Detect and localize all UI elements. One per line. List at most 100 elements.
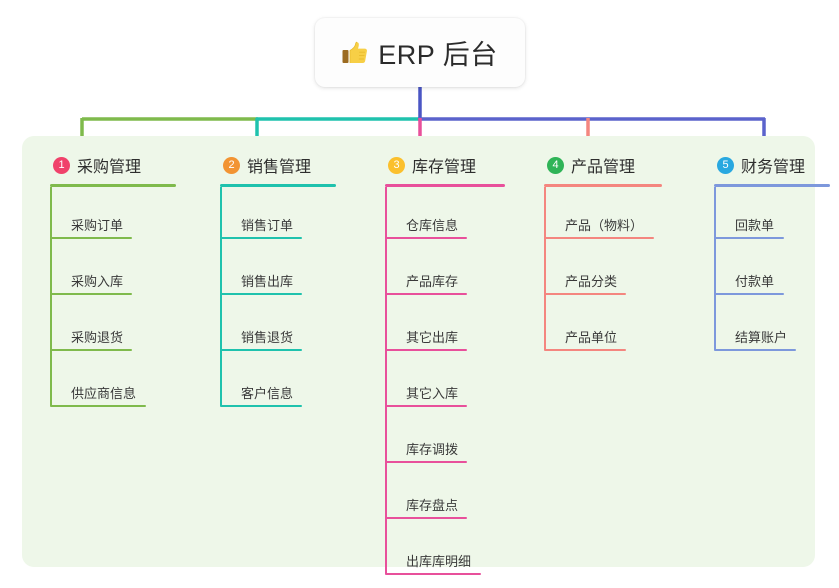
column-header-1[interactable]: 1 采购管理 <box>36 143 176 187</box>
leaf-item-rule <box>714 349 796 351</box>
leaf-item[interactable]: 回款单 <box>700 187 805 243</box>
column-1: 1 采购管理采购订单采购入库采购退货供应商信息 <box>36 143 176 411</box>
column-badge-4: 4 <box>547 156 564 174</box>
leaf-item-rule <box>714 293 784 295</box>
leaf-item-rule <box>50 405 146 407</box>
leaf-item[interactable]: 仓库信息 <box>371 187 476 243</box>
leaf-item-label: 产品分类 <box>565 274 618 289</box>
leaf-item-label: 采购入库 <box>71 274 124 289</box>
leaf-item-label: 付款单 <box>735 274 775 289</box>
leaf-item-rule <box>50 349 132 351</box>
leaf-item[interactable]: 销售退货 <box>206 299 311 355</box>
column-badge-2: 2 <box>223 156 240 174</box>
leaf-item-rule <box>385 349 467 351</box>
column-header-rule-3 <box>385 184 505 187</box>
column-header-rule-5 <box>714 184 830 187</box>
leaf-item[interactable]: 供应商信息 <box>36 355 146 411</box>
column-header-rule-2 <box>220 184 336 187</box>
leaf-item[interactable]: 其它出库 <box>371 299 476 355</box>
leaf-item[interactable]: 产品库存 <box>371 243 476 299</box>
leaf-item[interactable]: 其它入库 <box>371 355 476 411</box>
column-badge-5: 5 <box>717 156 734 174</box>
leaf-item-rule <box>544 237 654 239</box>
leaf-item[interactable]: 产品单位 <box>530 299 635 355</box>
leaf-item[interactable]: 采购退货 <box>36 299 141 355</box>
leaf-item-label: 采购订单 <box>71 218 124 233</box>
column-header-rule-4 <box>544 184 662 187</box>
leaf-item[interactable]: 采购订单 <box>36 187 141 243</box>
leaf-item-rule <box>544 293 626 295</box>
leaf-item-rule <box>50 293 132 295</box>
column-rail-2 <box>220 187 222 406</box>
column-badge-1: 1 <box>53 156 70 174</box>
leaf-item-label: 结算账户 <box>735 330 788 345</box>
leaf-item-rule <box>385 293 467 295</box>
leaf-item-rule <box>220 237 302 239</box>
leaf-item-label: 库存盘点 <box>406 498 459 513</box>
leaf-item-label: 库存调拨 <box>406 442 459 457</box>
column-3: 3 库存管理仓库信息产品库存其它出库其它入库库存调拨库存盘点出库库明细 <box>371 143 505 579</box>
leaf-item-label: 出库库明细 <box>406 554 472 569</box>
leaf-item[interactable]: 出库库明细 <box>371 523 481 579</box>
column-rail-4 <box>544 187 546 350</box>
leaf-item-label: 其它入库 <box>406 386 459 401</box>
column-header-4[interactable]: 4 产品管理 <box>530 143 662 187</box>
leaf-item-label: 产品单位 <box>565 330 618 345</box>
leaf-item[interactable]: 库存调拨 <box>371 411 476 467</box>
column-4: 4 产品管理产品（物料） 产品分类产品单位 <box>530 143 662 355</box>
leaf-item[interactable]: 产品分类 <box>530 243 635 299</box>
column-items-2: 销售订单销售出库销售退货客户信息 <box>206 187 311 411</box>
column-header-label-4: 产品管理 <box>571 159 636 176</box>
root-title-label: ERP 后台 <box>378 40 498 70</box>
leaf-item[interactable]: 库存盘点 <box>371 467 476 523</box>
column-header-label-3: 库存管理 <box>412 159 477 176</box>
leaf-item-label: 销售订单 <box>241 218 294 233</box>
column-5: 5 财务管理回款单付款单结算账户 <box>700 143 830 355</box>
leaf-item-label: 销售出库 <box>241 274 294 289</box>
leaf-item-rule <box>385 573 481 575</box>
leaf-item-rule <box>50 237 132 239</box>
leaf-item-label: 供应商信息 <box>71 386 137 401</box>
leaf-item[interactable]: 销售出库 <box>206 243 311 299</box>
leaf-item-rule <box>220 293 302 295</box>
leaf-item-label: 产品（物料） <box>565 218 644 233</box>
column-header-2[interactable]: 2 销售管理 <box>206 143 336 187</box>
column-items-1: 采购订单采购入库采购退货供应商信息 <box>36 187 146 411</box>
leaf-item-rule <box>714 237 784 239</box>
leaf-item[interactable]: 采购入库 <box>36 243 141 299</box>
leaf-item[interactable]: 客户信息 <box>206 355 311 411</box>
column-badge-3: 3 <box>388 156 405 174</box>
column-rail-3 <box>385 187 387 574</box>
column-header-3[interactable]: 3 库存管理 <box>371 143 505 187</box>
column-items-4: 产品（物料） 产品分类产品单位 <box>530 187 654 355</box>
leaf-item-label: 回款单 <box>735 218 775 233</box>
thumbs-up-icon <box>342 41 368 65</box>
leaf-item-rule <box>385 237 467 239</box>
root-title-card[interactable]: ERP 后台 <box>315 18 525 87</box>
column-2: 2 销售管理销售订单销售出库销售退货客户信息 <box>206 143 336 411</box>
leaf-item-label: 产品库存 <box>406 274 459 289</box>
leaf-item-rule <box>385 517 467 519</box>
column-header-label-2: 销售管理 <box>247 159 312 176</box>
leaf-item-label: 客户信息 <box>241 386 294 401</box>
leaf-item[interactable]: 付款单 <box>700 243 805 299</box>
leaf-item[interactable]: 销售订单 <box>206 187 311 243</box>
column-header-label-1: 采购管理 <box>77 159 142 176</box>
leaf-item-label: 其它出库 <box>406 330 459 345</box>
column-header-label-5: 财务管理 <box>741 159 806 176</box>
leaf-item-label: 采购退货 <box>71 330 124 345</box>
column-rail-1 <box>50 187 52 406</box>
leaf-item-rule <box>385 461 467 463</box>
column-header-rule-1 <box>50 184 176 187</box>
column-header-5[interactable]: 5 财务管理 <box>700 143 830 187</box>
leaf-item[interactable]: 结算账户 <box>700 299 805 355</box>
leaf-item-label: 销售退货 <box>241 330 294 345</box>
column-rail-5 <box>714 187 716 350</box>
leaf-item[interactable]: 产品（物料） <box>530 187 654 243</box>
leaf-item-rule <box>220 349 302 351</box>
diagram-panel <box>22 136 815 567</box>
leaf-item-rule <box>220 405 302 407</box>
column-items-5: 回款单付款单结算账户 <box>700 187 805 355</box>
column-items-3: 仓库信息产品库存其它出库其它入库库存调拨库存盘点出库库明细 <box>371 187 481 579</box>
